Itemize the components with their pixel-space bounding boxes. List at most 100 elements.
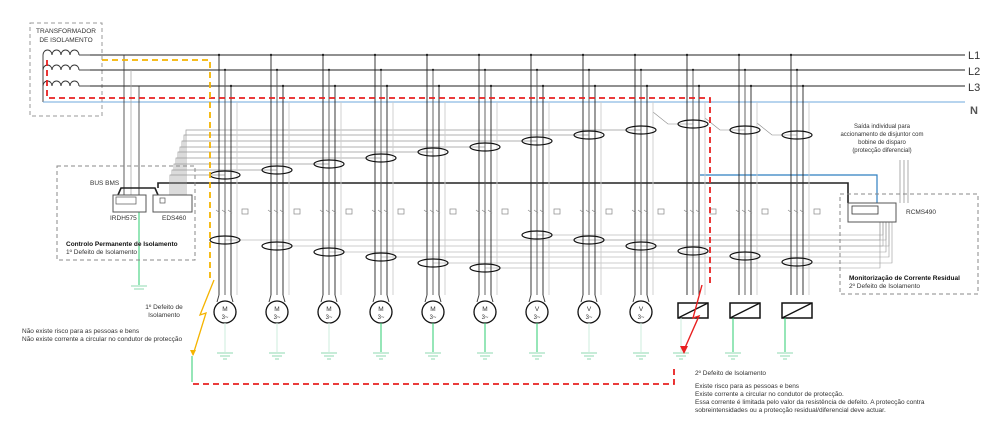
coil-icon [42, 80, 80, 87]
motor-letter: M [482, 306, 487, 313]
motor-lead [476, 294, 494, 303]
motor-letter: V [639, 306, 644, 313]
current-transformer-icon [781, 257, 813, 267]
motor-phase-label: 3~ [326, 315, 333, 321]
contact-icon [689, 209, 695, 214]
current-transformer-icon [261, 165, 293, 175]
first-fault-arrow-icon [190, 350, 196, 356]
contact-icon [331, 209, 337, 214]
motor-phase-label: 3~ [430, 315, 437, 321]
eds460-label: EDS460 [162, 215, 187, 222]
transformer-label-1: TRANSFORMADOR [36, 28, 96, 35]
current-transformer-icon [521, 136, 553, 146]
eds-signal-line [177, 151, 433, 195]
contact-icon [383, 209, 389, 214]
motor-letter: M [326, 306, 331, 313]
rcms-trip-line [700, 174, 878, 203]
motor-phase-label: 3~ [534, 315, 541, 321]
contact-icon [487, 209, 493, 214]
bus-label-l3: L3 [968, 82, 980, 94]
wiring [43, 53, 965, 295]
eds460-device[interactable] [152, 194, 193, 213]
motor-letter: V [535, 306, 540, 313]
current-transformer-icon [573, 130, 605, 140]
contactor-coil-icon [813, 208, 821, 215]
eds-signal-line [175, 157, 381, 195]
bus-bms-label: BUS BMS [90, 180, 120, 187]
rcms-signal-line [485, 222, 881, 269]
first-fault-label-1: 1º Defeito de [145, 304, 183, 311]
converter-diagonal [677, 302, 709, 319]
contact-icon [429, 209, 435, 214]
current-transformer-icon [677, 246, 709, 256]
first-fault-label-2: Isolamento [148, 312, 180, 319]
trip-output-note-1: Saída individual para [854, 124, 911, 130]
rcms490-display [851, 205, 879, 215]
motor-lead [528, 294, 546, 303]
contact-icon [279, 209, 285, 214]
contact-icon [325, 209, 331, 214]
insulation-monitoring-title: Controlo Permanente de Isolamento [66, 241, 178, 248]
contactor-coil-icon [241, 208, 249, 215]
contactor-coil-icon [761, 208, 769, 215]
current-transformer-icon [261, 241, 293, 251]
contact-icon [787, 209, 793, 214]
trip-signal-line [652, 111, 693, 125]
rcms-signal-line [641, 222, 890, 247]
transformer-coils [42, 49, 90, 102]
residual-monitoring-title: Monitorização de Corrente Residual [849, 275, 960, 282]
contactor-coil-icon [501, 208, 509, 215]
converter-diagonal [729, 302, 761, 319]
contactor-coil-icon [397, 208, 405, 215]
current-transformer-icon [469, 263, 501, 273]
second-fault-return [193, 365, 675, 385]
motor-letter: M [222, 306, 227, 313]
second-fault-note-4: sobreintensidades ou a protecção residua… [695, 407, 886, 414]
current-transformer-icon [365, 153, 397, 163]
current-transformer-icon [365, 252, 397, 262]
contact-icon [475, 209, 481, 214]
trip-output-note-3: bobine de disparo [858, 140, 906, 146]
eds460-display [159, 197, 166, 204]
current-transformer-icon [417, 258, 449, 268]
rcms490-device[interactable] [847, 202, 897, 223]
second-fault-note-2: Existe corrente a circular no condutor d… [695, 391, 844, 398]
current-transformer-icon [313, 247, 345, 257]
current-transformer-icon [729, 251, 761, 261]
eds-signal-line [183, 134, 589, 195]
current-transformer-icon [625, 125, 657, 135]
contactor-coil-icon [553, 208, 561, 215]
motor-lead [580, 294, 598, 303]
trip-signal-line [756, 122, 797, 136]
current-transformer-icon [209, 235, 241, 245]
contact-icon [527, 209, 533, 214]
contact-icon [215, 209, 221, 214]
first-fault-path [102, 59, 211, 278]
current-transformer-icon [313, 159, 345, 169]
contact-icon [643, 209, 649, 214]
contact-icon [481, 209, 487, 214]
contact-icon [377, 209, 383, 214]
trip-output-note-2: accionamento de disjuntor com [840, 132, 923, 138]
insulation-monitoring-frame [56, 165, 196, 261]
bus-label-l1: L1 [968, 50, 980, 62]
eds-signal-line [173, 163, 329, 195]
motor-phase-label: 3~ [638, 315, 645, 321]
eds-signal-line [181, 140, 537, 195]
contact-icon [799, 209, 805, 214]
motor-lead [320, 294, 338, 303]
first-fault-note-2: Não existe corrente a circular no condut… [22, 336, 182, 343]
eds-signal-line [169, 174, 225, 195]
motor-phase-label: 3~ [482, 315, 489, 321]
coil-icon [42, 49, 80, 56]
first-fault-bolt-icon [192, 279, 215, 356]
contact-icon [267, 209, 273, 214]
motor-lead [632, 294, 650, 303]
contact-icon [371, 209, 377, 214]
contact-icon [741, 209, 747, 214]
irdh575-device[interactable] [112, 194, 147, 213]
motor-lead [268, 294, 286, 303]
contact-icon [423, 209, 429, 214]
motor-letter: M [430, 306, 435, 313]
contactor-coil-icon [345, 208, 353, 215]
